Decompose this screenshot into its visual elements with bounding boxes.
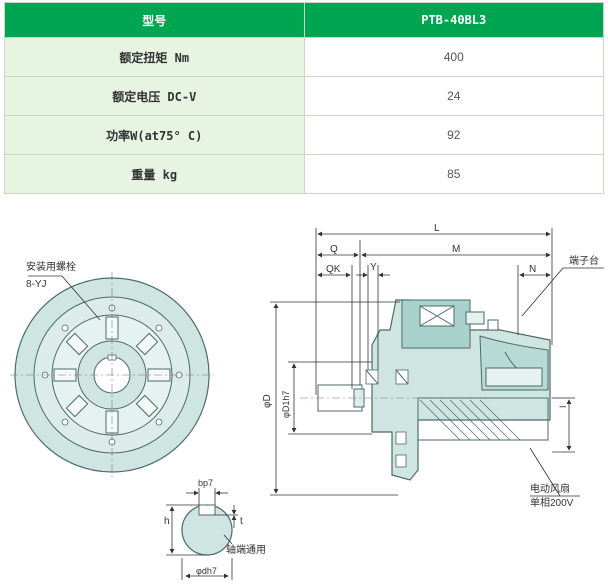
dim-D: φD <box>262 394 273 408</box>
side-view <box>300 299 570 481</box>
dim-Q: Q <box>330 244 338 255</box>
table-row: 额定扭矩 Nm 400 <box>4 37 604 77</box>
table-row: 重量 kg 85 <box>4 154 604 194</box>
fan-spec: 单相200V <box>530 496 574 509</box>
dim-QK: QK <box>326 264 341 275</box>
dim-M: M <box>452 244 460 255</box>
dim-N: N <box>529 264 536 275</box>
front-view <box>10 272 214 478</box>
dim-t: t <box>240 516 243 527</box>
shaft-detail <box>166 488 238 580</box>
bolt-label: 安装用螺栓 <box>26 260 76 273</box>
table-header-row: 型号 PTB-40BL3 <box>4 2 604 38</box>
row-label: 重量 kg <box>4 154 305 194</box>
dimension-lines <box>270 228 604 497</box>
dim-Y: Y <box>370 262 377 273</box>
row-value: 85 <box>303 154 604 194</box>
fan-label: 电动风扇 <box>530 482 570 495</box>
row-value: 92 <box>303 115 604 155</box>
dim-I: I <box>558 405 568 408</box>
dim-D1: φD1h7 <box>281 391 291 418</box>
table-row: 额定电压 DC-V 24 <box>4 76 604 116</box>
row-label: 额定电压 DC-V <box>4 76 305 116</box>
dim-b: bp7 <box>198 478 213 488</box>
header-label: 型号 <box>4 2 305 38</box>
dim-d: φdh7 <box>196 566 217 576</box>
table-row: 功率W(at75° C) 92 <box>4 115 604 155</box>
row-label: 功率W(at75° C) <box>4 115 305 155</box>
row-value: 24 <box>303 76 604 116</box>
dim-h: h <box>164 516 170 527</box>
header-model: PTB-40BL3 <box>303 2 604 38</box>
row-value: 400 <box>303 37 604 77</box>
spec-table: 型号 PTB-40BL3 额定扭矩 Nm 400 额定电压 DC-V 24 功率… <box>4 2 604 194</box>
bolt-spec: 8-YJ <box>26 279 47 290</box>
shaft-note: 轴端通用 <box>226 543 266 556</box>
dim-L: L <box>434 223 440 234</box>
terminal-label: 端子台 <box>569 254 599 267</box>
